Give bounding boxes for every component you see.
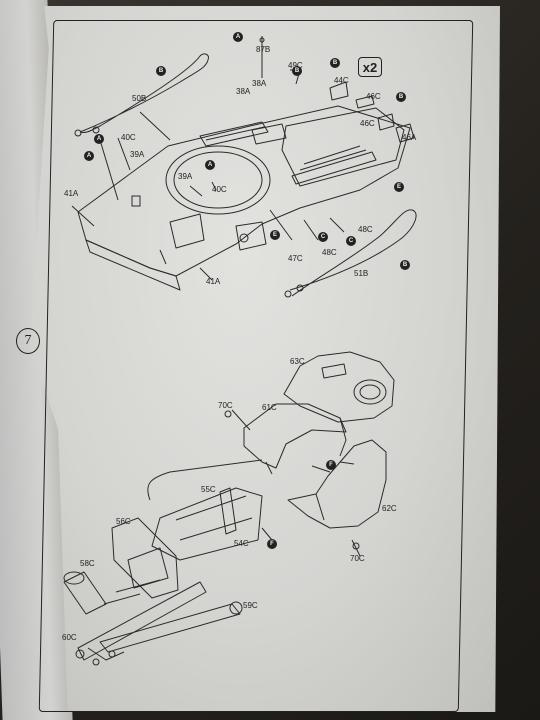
- step-number: 7: [16, 328, 40, 354]
- marker-b-right: B: [396, 92, 406, 102]
- part-46c-label-2: 46C: [360, 119, 375, 128]
- part-39a-label-top: 39A: [130, 150, 145, 159]
- part-51b-label: 51B: [354, 269, 369, 278]
- part-50b-label: 50B: [132, 94, 147, 103]
- part-70c-label-bottom: 70C: [350, 554, 365, 563]
- tow-cable-bottom: [289, 209, 417, 297]
- marker-c-bottom-2: C: [346, 236, 356, 246]
- part-63c-label: 63C: [290, 357, 305, 366]
- marker-b-top-2: B: [292, 66, 302, 76]
- part-46a-label: 46A: [402, 133, 417, 142]
- part-47c-label: 47C: [288, 254, 303, 263]
- turret-roof: [283, 351, 395, 423]
- part-38a-label-1: 38A: [236, 87, 251, 96]
- marker-b-cable: B: [156, 66, 166, 76]
- part-61c-label: 61C: [262, 403, 277, 412]
- part-48c-label-1: 48C: [322, 248, 337, 257]
- marker-e-bottom: E: [270, 230, 280, 240]
- turret-front-half: [243, 403, 347, 469]
- part-56c-label: 56C: [116, 517, 131, 526]
- gun-travel-bar: [147, 459, 263, 501]
- part-41a-label-bottom: 41A: [206, 277, 221, 286]
- turret-ring: [165, 145, 271, 215]
- part-60c-label: 60C: [62, 633, 77, 642]
- hull-front-plate: [85, 239, 181, 291]
- marker-a-top: A: [233, 32, 243, 42]
- part-87b-label: 87B: [256, 45, 271, 54]
- gun-barrel: [99, 603, 241, 653]
- part-46c-label-1: 46C: [366, 92, 381, 101]
- part-39a-label-mid: 39A: [178, 172, 193, 181]
- part-41a-label-left: 41A: [64, 189, 79, 198]
- marker-c-bottom: C: [318, 232, 328, 242]
- marker-f-gun: F: [267, 539, 277, 549]
- gun-breech: [151, 487, 263, 561]
- cleaning-rod: [77, 581, 207, 661]
- part-55c-label: 55C: [201, 485, 216, 494]
- part-59c-label: 59C: [243, 601, 258, 610]
- instruction-sheet: [30, 6, 500, 712]
- part-40c-label-top: 40C: [121, 133, 136, 142]
- part-38a-label-2: 38A: [252, 79, 267, 88]
- gun-sleeve: [63, 571, 107, 615]
- part-44c-label: 44C: [334, 76, 349, 85]
- part-62c-label: 62C: [382, 504, 397, 513]
- part-70c-label-top: 70C: [218, 401, 233, 410]
- marker-f-turret: F: [326, 460, 336, 470]
- part-54c-label: 54C: [234, 539, 249, 548]
- marker-b-cable-bottom: B: [400, 260, 410, 270]
- tow-cable-top: [79, 53, 209, 133]
- engine-deck: [281, 107, 405, 187]
- marker-b-top: B: [330, 58, 340, 68]
- part-49c-label: 49C: [288, 62, 303, 70]
- hull-hatch: [169, 213, 205, 249]
- marker-a-mid: A: [205, 160, 215, 170]
- turret-rear-half: [287, 439, 387, 529]
- marker-a-left: A: [94, 134, 104, 144]
- part-40c-label-mid: 40C: [212, 185, 227, 194]
- marker-a-left-2: A: [84, 151, 94, 161]
- multiplier-badge: x2: [358, 57, 382, 77]
- rear-grille: [199, 121, 269, 147]
- gun-mantlet: [111, 517, 179, 599]
- marker-e-right: E: [394, 182, 404, 192]
- part-48c-label-2: 48C: [358, 225, 373, 234]
- part-58c-label: 58C: [80, 559, 95, 568]
